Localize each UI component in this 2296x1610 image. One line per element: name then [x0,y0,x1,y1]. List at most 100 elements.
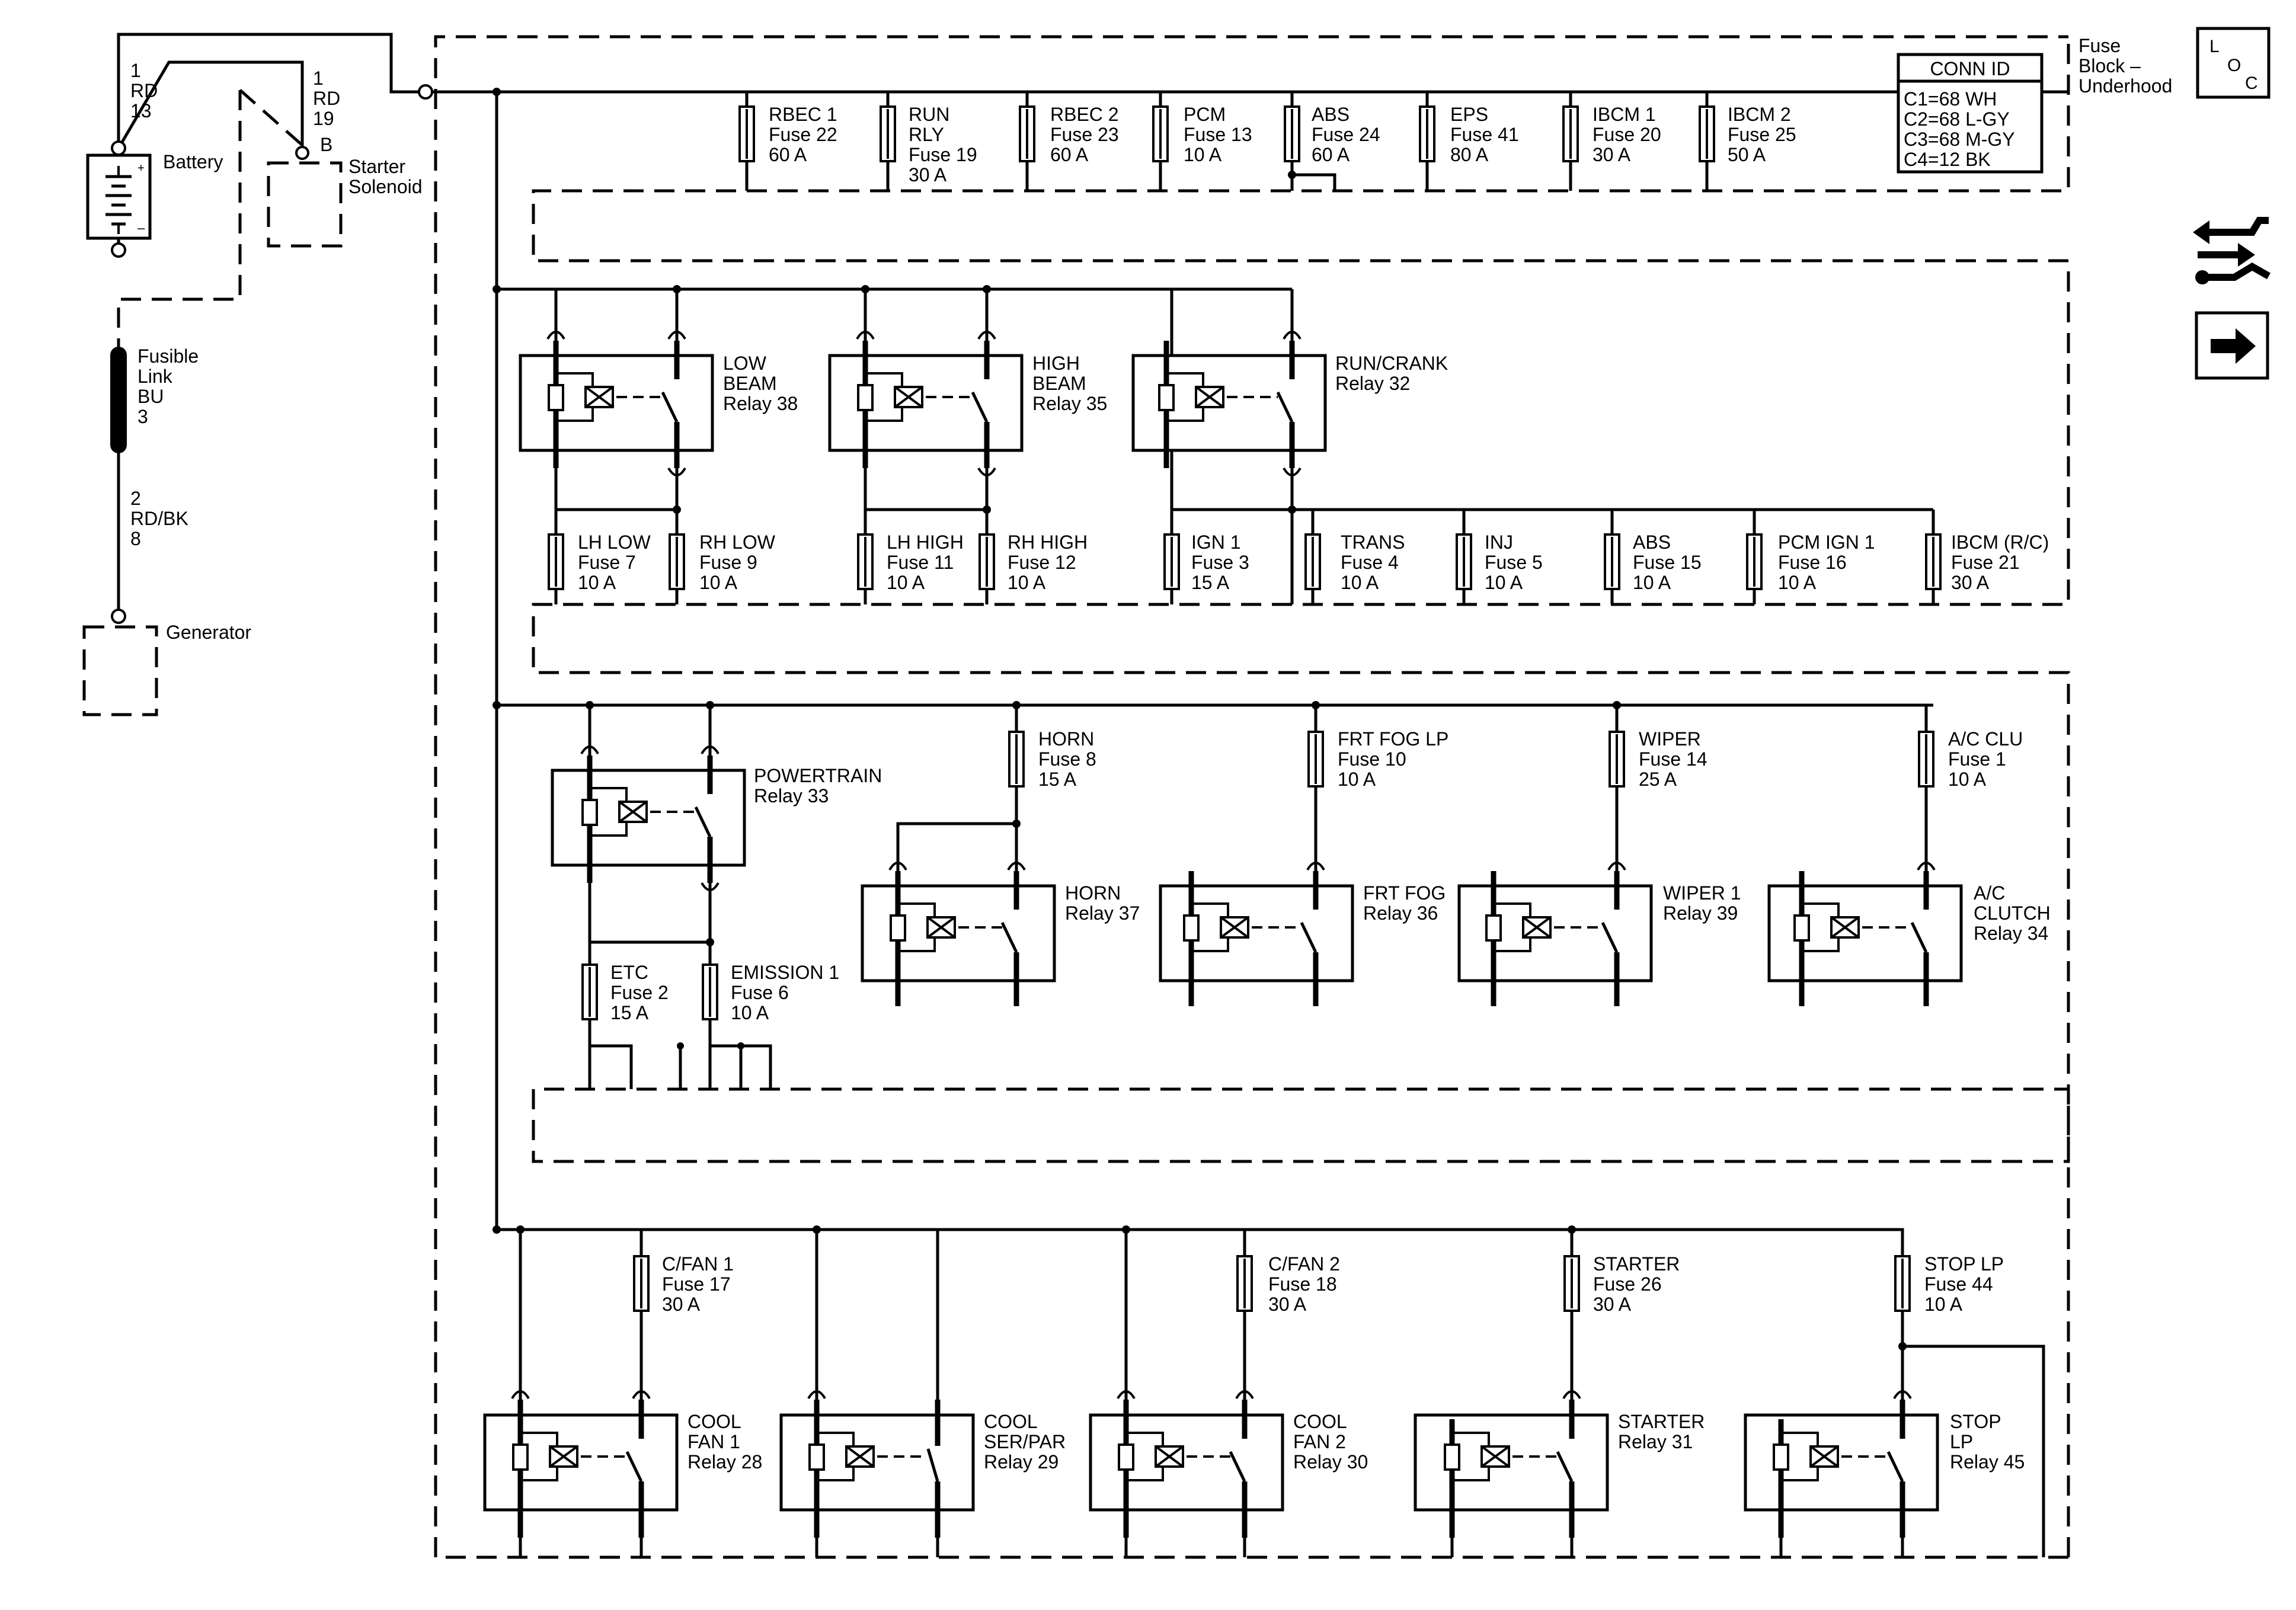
loc-letter: L [2209,37,2220,56]
schematic-connector-icon[interactable] [2193,217,2271,284]
connector-table-row: C3=68 M-GY [1904,129,2015,150]
fusible-link-label: Fusible Link BU 3 [137,345,204,427]
generator-wire-label: 2 RD/BK 8 [130,488,194,549]
battery-label: Battery [163,151,223,172]
fuse-block-label: Fuse Block – Underhood [2078,35,2172,97]
starter-solenoid-label: Starter Solenoid [348,156,423,197]
splice-dots [493,88,1907,1350]
loc-icon[interactable]: L O C [2196,27,2271,99]
harness-stubs [677,1042,744,1049]
svg-text:–: – [137,220,145,235]
arrow-right-icon[interactable] [2195,311,2269,380]
connector-table-title: CONN ID [1930,58,2010,79]
fuse-block-connector [418,84,433,100]
svg-text:+: + [137,162,145,175]
connector-id-table: CONN ID C1=68 WH C2=68 L-GY C3=68 M-GY C… [1897,53,2044,174]
connector-table-row: C4=12 BK [1904,149,1991,170]
fuse-block-outline [434,35,2070,1559]
loc-letter: O [2227,56,2241,75]
generator-label: Generator [166,622,251,643]
connector-table-row: C2=68 L-GY [1904,108,2010,130]
starter-terminal-label: B [320,134,332,155]
battery-wire-label: 1 RD 13 [130,60,163,121]
starter-solenoid: B Starter Solenoid [267,134,423,248]
battery-circuit [117,33,2068,1230]
